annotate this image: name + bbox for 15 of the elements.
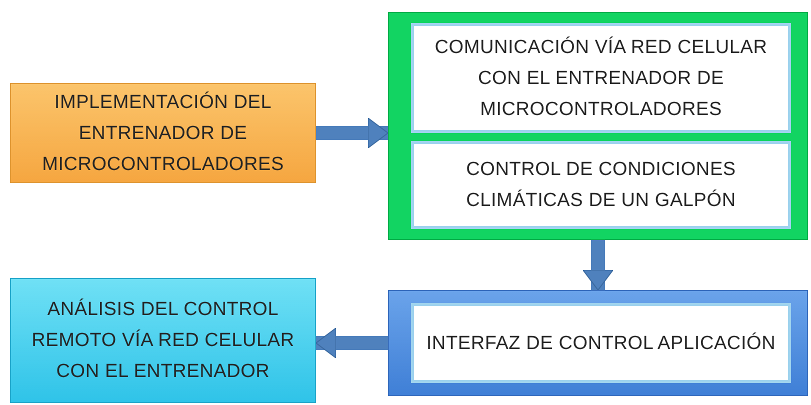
block-arrow	[316, 328, 388, 358]
box-text: ANÁLISIS DEL CONTROL REMOTO VÍA RED CELULAR CON EL ENTRENADOR	[30, 298, 296, 384]
block-arrow	[316, 118, 388, 148]
group-frame	[388, 290, 808, 396]
box-text: INTERFAZ DE CONTROL APLICACIÓN	[426, 332, 776, 356]
group-frame	[388, 12, 808, 240]
block-arrow	[582, 240, 614, 290]
process-box	[411, 23, 791, 133]
process-box	[411, 141, 791, 229]
box-text: CONTROL DE CONDICIONES CLIMÁTICAS DE UN GALPÓN	[465, 158, 737, 213]
process-box	[10, 83, 316, 183]
box-text: COMUNICACIÓN VÍA RED CELULAR CON EL ENTRENADOR DE MICROCONTROLADORES	[434, 36, 768, 122]
process-box	[10, 278, 316, 403]
process-box	[411, 303, 791, 383]
box-text: IMPLEMENTACIÓN DEL ENTRENADOR DE MICROCONTROLADORES	[41, 90, 285, 176]
